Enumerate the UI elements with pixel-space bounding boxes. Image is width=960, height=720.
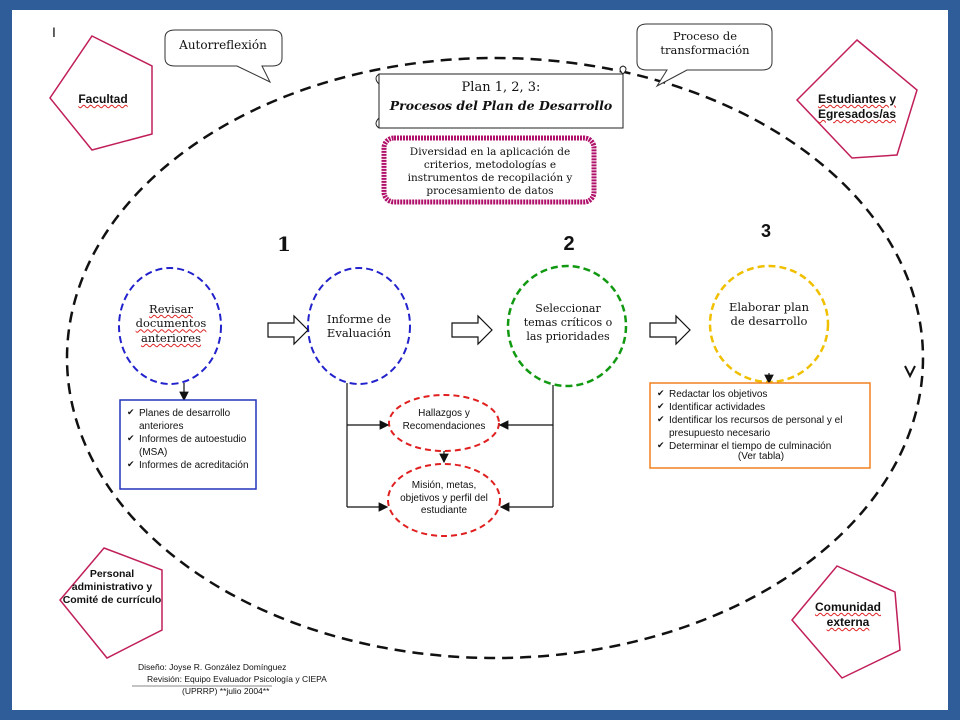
diagram-canvas: I Autorreflexión Proceso de transformaci… [12, 10, 948, 710]
community-label: Comunidad externa [815, 600, 881, 629]
step-number-3: 3 [760, 221, 771, 241]
step1-circle [118, 267, 222, 385]
list-item: Planes de desarrollo anteriores [127, 407, 251, 433]
step-number-1: 1 [277, 232, 291, 256]
mission-ellipse [387, 463, 501, 537]
step-number-2: 2 [563, 233, 575, 255]
self-reflection-callout-shape [164, 29, 283, 84]
step3-circle [506, 264, 628, 388]
self-reflection-callout-text: Autorreflexión [179, 38, 267, 52]
banner-left-curl [375, 73, 380, 129]
plan-tasks-list: Redactar los objetivos Identificar activ… [657, 388, 865, 453]
mission-text: Misión, metas, objetivos y perfil del es… [400, 480, 488, 516]
step4-label: Elaborar plan de desarrollo [728, 300, 810, 329]
diagram-graphics [49, 23, 925, 687]
block-arrow-1 [267, 314, 309, 346]
faculty-pentagon [49, 35, 153, 151]
banner-right-curl [619, 65, 627, 75]
step3-label: Seleccionar temas críticos o las priorid… [523, 302, 613, 343]
step2-label: Informe de Evaluación [326, 312, 392, 341]
credits-design: Diseño: Joyse R. González Domínguez [138, 662, 287, 672]
title-line2: Procesos del Plan de Desarrollo [389, 98, 613, 113]
transformation-callout-text: Proceso de transformación [660, 29, 750, 58]
block-arrow-2 [451, 314, 493, 346]
diversity-box-shape [381, 135, 597, 205]
ellipse-arrowhead [904, 365, 916, 379]
outer-dashed-ellipse [65, 56, 925, 660]
staff-label: Personal administrativo y Comité de curr… [62, 568, 162, 607]
staff-pentagon [59, 547, 163, 659]
findings-text: Hallazgos y Recomendaciones [402, 408, 486, 432]
list-item: Identificar actividades [657, 401, 865, 414]
faculty-label: Facultad [78, 92, 128, 106]
list-item: Informes de autoestudio (MSA) [127, 433, 251, 459]
community-pentagon [791, 565, 901, 679]
transformation-callout-shape [636, 23, 773, 88]
list-item: Determinar el tiempo de culminación [657, 440, 865, 453]
title-line1: Plan 1, 2, 3: [461, 80, 541, 95]
corner-mark: I [52, 24, 56, 40]
step1-label: Revisar documentos anteriores [135, 302, 207, 345]
students-pentagon [795, 38, 918, 159]
documents-list: Planes de desarrollo anteriores Informes… [127, 407, 251, 472]
credits-review: Revisión: Equipo Evaluador Psicología y … [147, 674, 327, 684]
diversity-text: Diversidad en la aplicación de criterios… [407, 146, 573, 198]
block-arrow-3 [649, 314, 691, 346]
list-item: Identificar los recursos de personal y e… [657, 414, 865, 440]
plan-tasks-note: (Ver tabla) [737, 451, 785, 462]
title-banner-shape [378, 73, 624, 129]
list-item: Redactar los objetivos [657, 388, 865, 401]
list-item: Informes de acreditación [127, 459, 251, 472]
students-label: Estudiantes y Egresados/as [817, 92, 897, 121]
credits-date: (UPRRP) **julio 2004** [182, 686, 270, 696]
step2-circle [307, 267, 411, 385]
